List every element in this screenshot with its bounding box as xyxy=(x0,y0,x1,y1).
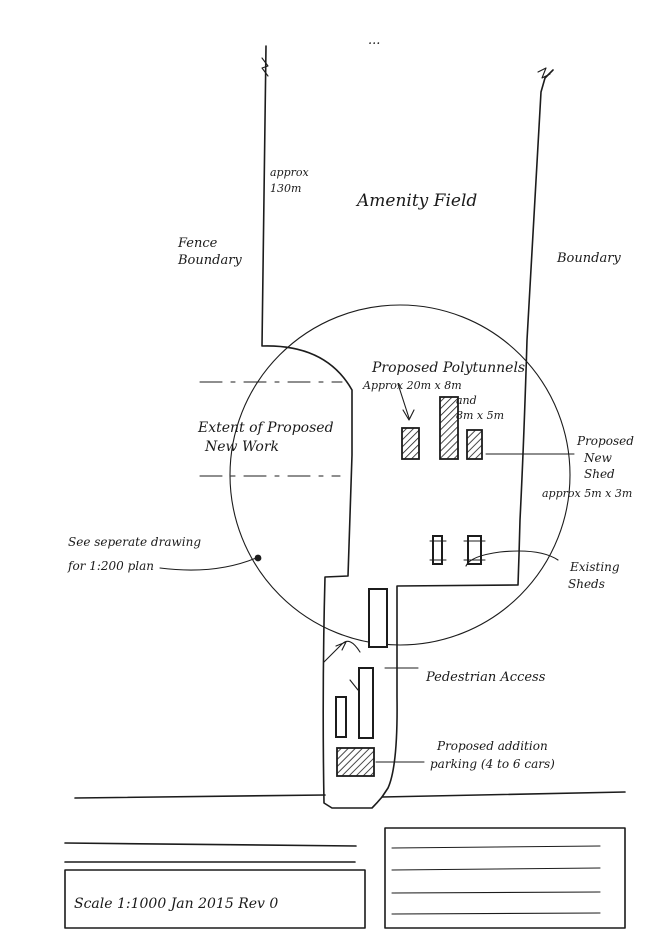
see-separate-label-2: for 1:200 plan xyxy=(67,559,154,573)
road-edge-right xyxy=(381,791,626,798)
access-arrow xyxy=(323,640,361,663)
extent-of-works-circle xyxy=(229,304,571,646)
proposed-parking xyxy=(336,747,375,777)
site-boundary xyxy=(261,45,554,809)
extent-label-2: New Work xyxy=(204,439,279,455)
see-separate-label-1: See seperate drawing xyxy=(68,535,201,549)
polytunnel-large xyxy=(439,396,459,460)
polytunnels-size-1: Approx 20m x 8m xyxy=(362,379,462,392)
existing-shed-1 xyxy=(432,535,443,565)
title-block-left xyxy=(64,869,366,929)
existing-sheds-label-2: Sheds xyxy=(568,577,605,591)
road-edge xyxy=(74,794,326,799)
extent-label-1: Extent of Proposed xyxy=(197,420,334,436)
approx-dimension-label-1: approx xyxy=(270,166,310,179)
title-block-right xyxy=(384,827,626,929)
existing-sheds-label-1: Existing xyxy=(569,560,620,574)
separate-drawing-pointer xyxy=(159,557,257,571)
existing-sheds-leader xyxy=(465,550,559,567)
new-shed xyxy=(466,429,483,460)
polytunnels-size-2: 8m x 5m xyxy=(456,409,504,422)
new-shed-label-2: New xyxy=(583,451,613,465)
new-shed-label-3: Shed xyxy=(584,467,615,481)
access-post xyxy=(335,696,347,738)
new-shed-label-1: Proposed xyxy=(576,434,634,448)
break-symbol-right xyxy=(537,67,551,79)
pedestrian-access-label: Pedestrian Access xyxy=(425,670,546,685)
access-gate xyxy=(358,667,374,739)
polytunnel-left xyxy=(401,427,420,460)
pointer-dot xyxy=(254,554,262,562)
polytunnels-title: Proposed Polytunnels xyxy=(371,360,525,376)
top-partial-label: ... xyxy=(368,33,380,48)
parking-label-2: parking (4 to 6 cars) xyxy=(430,757,555,771)
new-shed-size-label: approx 5m x 3m xyxy=(542,487,632,500)
boundary-right-label: Boundary xyxy=(556,251,621,266)
fence-boundary-label-2: Boundary xyxy=(177,253,242,268)
parking-label-1: Proposed addition xyxy=(436,739,548,753)
fence-boundary-label-1: Fence xyxy=(177,236,218,251)
title-block-text: Scale 1:1000 Jan 2015 Rev 0 xyxy=(74,896,278,912)
polytunnels-size-and: and xyxy=(456,394,477,407)
polytunnel-arrow xyxy=(397,383,415,421)
road-line-1 xyxy=(64,842,357,847)
driveway-shed xyxy=(368,588,388,648)
approx-dimension-label-2: 130m xyxy=(270,182,301,195)
amenity-field-label: Amenity Field xyxy=(355,191,477,211)
break-symbol-left xyxy=(261,57,269,77)
